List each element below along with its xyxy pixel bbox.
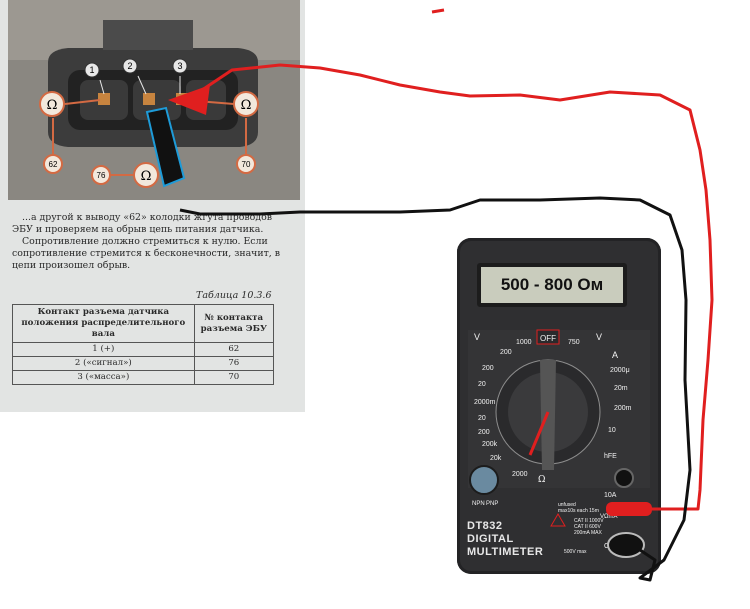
range-2000u: 2000μ — [610, 367, 630, 374]
off-label: OFF — [540, 334, 556, 343]
pin-label-1: 1 — [89, 65, 94, 75]
cat1-label: CAT II 1000V — [574, 518, 604, 524]
cat3-label: 200mA MAX — [574, 530, 602, 536]
table-cell: 3 («масса») — [12, 370, 195, 385]
callout-62: 62 — [49, 160, 58, 169]
range-200k: 200k — [482, 441, 498, 448]
black-probe-plug[interactable] — [607, 532, 645, 558]
red-probe-tip — [168, 85, 210, 115]
range-20-mid: 20 — [478, 415, 486, 422]
range-200-mid: 200 — [478, 429, 490, 436]
body-text: ...а другой к выводу «62» колодки жгута … — [12, 212, 292, 272]
unfused-label: unfused — [558, 502, 576, 508]
range-2000m: 2000m — [474, 399, 496, 406]
header-sensor-pin: Контакт разъема датчика положения распре… — [12, 304, 195, 343]
range-10: 10 — [608, 427, 616, 434]
npn-label: NPN — [472, 501, 485, 507]
callout-76: 76 — [97, 171, 106, 180]
lcd-reading: 500 - 800 Ом — [500, 275, 604, 294]
range-20-left: 20 — [478, 381, 486, 388]
range-1000: 1000 — [516, 339, 532, 346]
red-mark-stray — [431, 8, 445, 14]
lcd-display: 500 - 800 Ом — [477, 263, 627, 307]
port-vohma-label: VΩmA — [600, 514, 618, 520]
amp-label: A — [612, 350, 618, 360]
brand-line1: DIGITAL — [467, 533, 514, 545]
range-hfe: hFE — [604, 453, 617, 460]
brand-line2: MULTIMETER — [467, 546, 544, 558]
dcv-label: V — [474, 332, 480, 342]
range-200v: 200 — [500, 349, 512, 356]
range-2000-ohm: 2000 — [512, 471, 528, 478]
ohm-callout-right: Ω — [241, 98, 252, 113]
multimeter-brand: DT832 DIGITAL MULTIMETER — [467, 520, 543, 559]
pin-table: Контакт разъема датчика положения распре… — [12, 304, 275, 385]
pnp-label: PNP — [486, 501, 498, 507]
ohm-callout-left: Ω — [47, 98, 58, 113]
warning-icon — [550, 513, 566, 527]
pin-label-3: 3 — [177, 61, 182, 71]
range-200-left: 200 — [482, 365, 494, 372]
paragraph-2: Сопротивление должно стремиться к нулю. … — [12, 236, 281, 271]
max-voltage-label: 500V max — [564, 549, 587, 555]
range-750: 750 — [568, 339, 580, 346]
jack-10a[interactable] — [614, 468, 634, 488]
table-row: 1 (+) 62 — [12, 342, 275, 357]
table-cell: 70 — [193, 370, 275, 385]
paragraph-1: ...а другой к выводу «62» колодки жгута … — [12, 212, 273, 235]
red-probe-plug[interactable] — [606, 502, 652, 516]
dial-red-mark — [528, 411, 550, 456]
black-test-lead — [179, 196, 692, 582]
acv-label: V — [596, 332, 602, 342]
hfe-socket[interactable] — [469, 465, 499, 495]
ohm-dial-symbol: Ω — [538, 475, 545, 485]
red-test-lead — [185, 63, 714, 511]
callout-70: 70 — [242, 160, 251, 169]
range-20m: 20m — [614, 385, 628, 392]
table-row: 2 («сигнал») 76 — [12, 356, 275, 371]
range-200m: 200m — [614, 405, 632, 412]
cat2-label: CAT II 600V — [574, 524, 601, 530]
pin-label-2: 2 — [127, 61, 132, 71]
ohm-callout-bottom: Ω — [141, 169, 152, 184]
black-probe-tip — [145, 106, 186, 188]
model-label: DT832 — [467, 520, 503, 532]
table-row: 3 («масса») 70 — [12, 370, 275, 385]
port-10a-label: 10A — [604, 492, 617, 499]
range-20k: 20k — [490, 455, 502, 462]
max-time-label: max10s each 15m — [558, 508, 599, 514]
table-caption: Таблица 10.3.6 — [196, 290, 272, 301]
